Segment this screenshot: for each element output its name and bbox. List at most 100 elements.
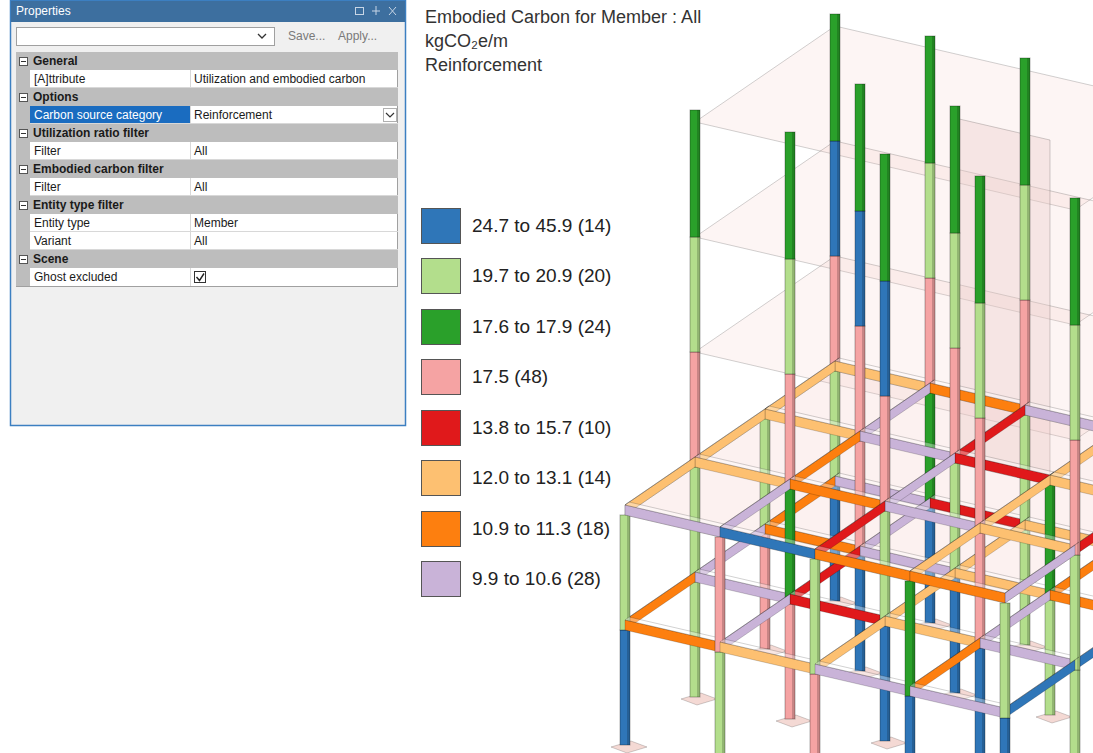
column-shade [792,259,795,374]
property-value: All [194,232,207,250]
column-segment [905,696,915,753]
unit-label: kgCO₂e/m [425,29,508,53]
column-shade [932,163,935,278]
property-value: Utilization and embodied carbon [194,70,365,88]
column-segment [690,237,700,352]
legend-swatch [421,410,461,446]
legend-swatch [421,460,461,496]
beam-top [885,498,984,523]
category-label: Reinforcement [425,53,542,77]
column-shade [627,515,630,630]
beam-top [720,476,794,527]
column-shade [1077,670,1080,753]
column-segment [785,132,795,259]
column-segment [1000,718,1010,753]
column-shade [1027,300,1030,415]
column-shade [982,303,985,418]
column-segment [1070,670,1080,753]
beam-top [980,635,1079,660]
column-shade [837,256,840,371]
group-header: Scene [33,250,68,268]
beam-top [815,613,889,664]
column-shade [932,36,935,163]
column-shade [1027,58,1030,185]
column-segment [975,418,985,533]
beam-top [1005,542,1079,593]
property-name: [A]ttribute [34,70,85,88]
column-segment [1070,440,1080,555]
beam-top [980,520,1079,545]
property-name: Variant [34,232,71,250]
legend-swatch [421,258,461,294]
column-shade [912,581,915,696]
column-segment [975,176,985,303]
column-shade [837,14,840,141]
column-segment [620,630,630,745]
beam-top [625,454,699,505]
beam-top [765,358,839,409]
beam-top [955,450,1054,475]
legend-text: 19.7 to 20.9 (20) [472,258,611,294]
beam [1005,545,1075,603]
property-name: Ghost excluded [34,268,117,286]
legend-text: 24.7 to 45.9 (14) [472,208,611,244]
column-segment [830,141,840,256]
beam-top [860,428,959,453]
beam-top [625,502,724,527]
legend-swatch [421,208,461,244]
legend-text: 12.0 to 13.1 (14) [472,460,611,496]
view-title: Embodied Carbon for Member : All [425,5,701,29]
column-shade [722,537,725,652]
beam-top [910,520,984,571]
property-value: All [194,142,207,160]
column-segment [620,515,630,630]
beam-top [720,591,794,642]
beam-top [1025,402,1093,427]
beam-top [860,380,934,431]
column-segment [975,303,985,418]
column-shade [722,652,725,753]
beam-top [910,568,1009,593]
column-shade [697,237,700,352]
legend-swatch [421,511,461,547]
column-shade [1077,555,1080,670]
beam-top [790,428,864,479]
column-segment [715,537,725,652]
column-segment [925,278,935,393]
column-shade [932,278,935,393]
column-segment [1070,555,1080,670]
column-shade [697,352,700,467]
column-segment [880,396,890,511]
column-segment [1070,325,1080,440]
column-segment [950,233,960,348]
property-name: Entity type [34,214,90,232]
column-shade [912,696,915,753]
property-value: Member [194,214,238,232]
beam-top [625,617,724,642]
column-shade [837,141,840,256]
legend-text: 13.8 to 15.7 (10) [472,410,611,446]
legend-swatch [421,309,461,345]
column-shade [957,233,960,348]
beam-top [720,639,819,664]
beam-top [955,402,1029,453]
column-shade [862,84,865,211]
beam-top [790,591,889,616]
column-shade [1077,198,1080,325]
group-header: Options [33,88,78,106]
beam [1005,660,1075,718]
column-shade [1007,718,1010,753]
property-name: Filter [34,178,61,196]
column-shade [887,396,890,511]
column-segment [785,259,795,374]
column-segment [950,106,960,233]
column-segment [830,14,840,141]
panel-title: Properties [16,1,71,22]
column-segment [715,652,725,753]
beam-top [1005,657,1079,708]
beam-top [695,569,794,594]
property-value: All [194,178,207,196]
column-shade [957,106,960,233]
beam-top [765,406,864,431]
column-segment [925,163,935,278]
